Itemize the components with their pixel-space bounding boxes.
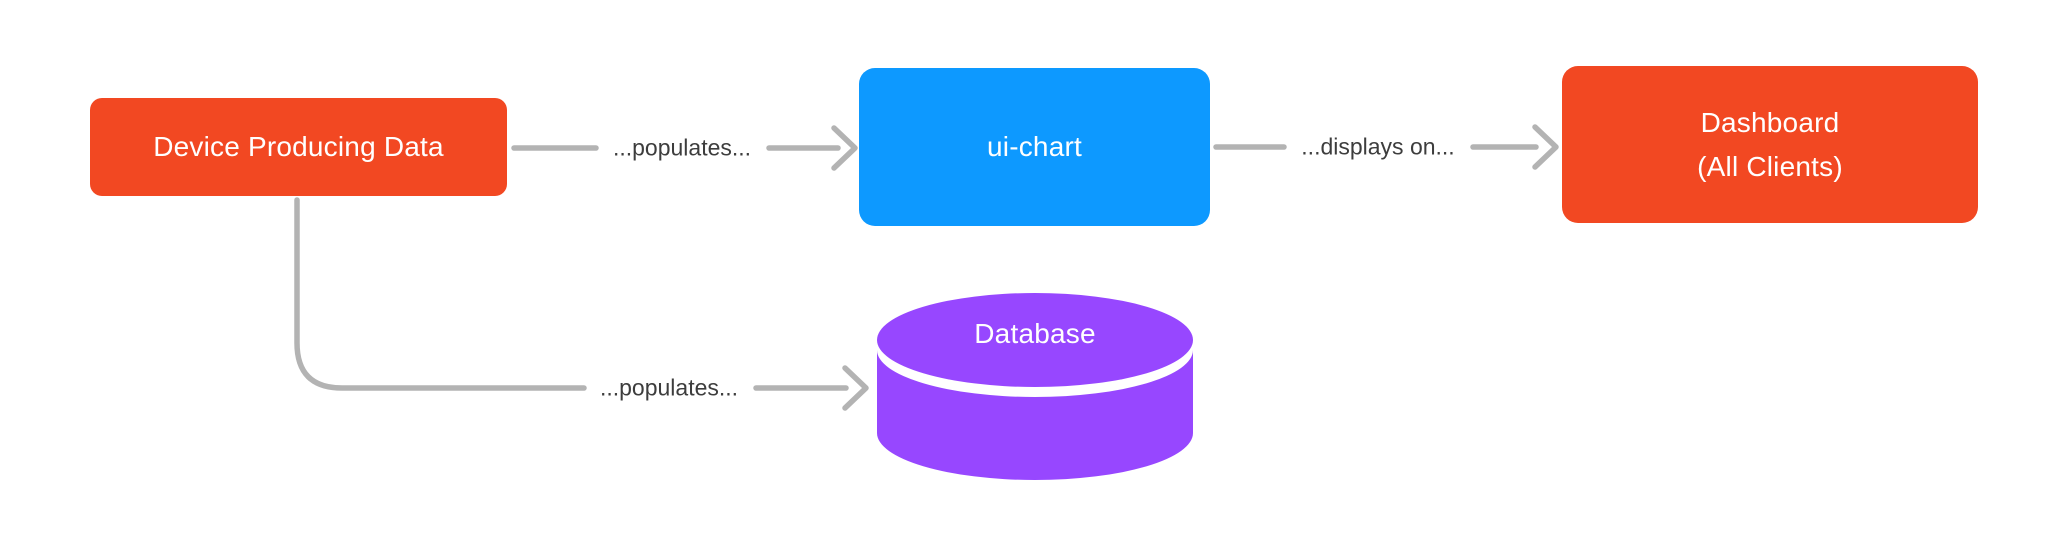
edge-label-populates-bottom: ...populates... [599,374,739,401]
database-label: Database [974,318,1096,349]
edge-device-to-uichart [511,125,858,171]
node-database[interactable] [877,293,1193,480]
node-label-line1: Dashboard [1700,106,1840,138]
arrowhead-icon [1532,124,1559,170]
node-ui-chart[interactable]: ui-chart [859,68,1210,226]
arrowhead-icon [831,125,858,171]
node-label-line2: (All Clients) [1697,150,1843,182]
edge-label-displays-on: ...displays on... [1301,133,1455,160]
arrowhead-icon [842,365,869,411]
node-device-producing-data[interactable]: Device Producing Data [90,98,507,196]
cylinder-body [877,350,1193,480]
node-label: Device Producing Data [153,131,444,162]
edge-label-populates-top: ...populates... [612,134,752,161]
cylinder-top [877,293,1193,387]
edge-uichart-to-dashboard [1213,124,1559,170]
node-dashboard[interactable]: Dashboard (All Clients) [1562,66,1978,223]
node-label: ui-chart [987,131,1082,162]
edge-device-to-database [294,197,869,411]
